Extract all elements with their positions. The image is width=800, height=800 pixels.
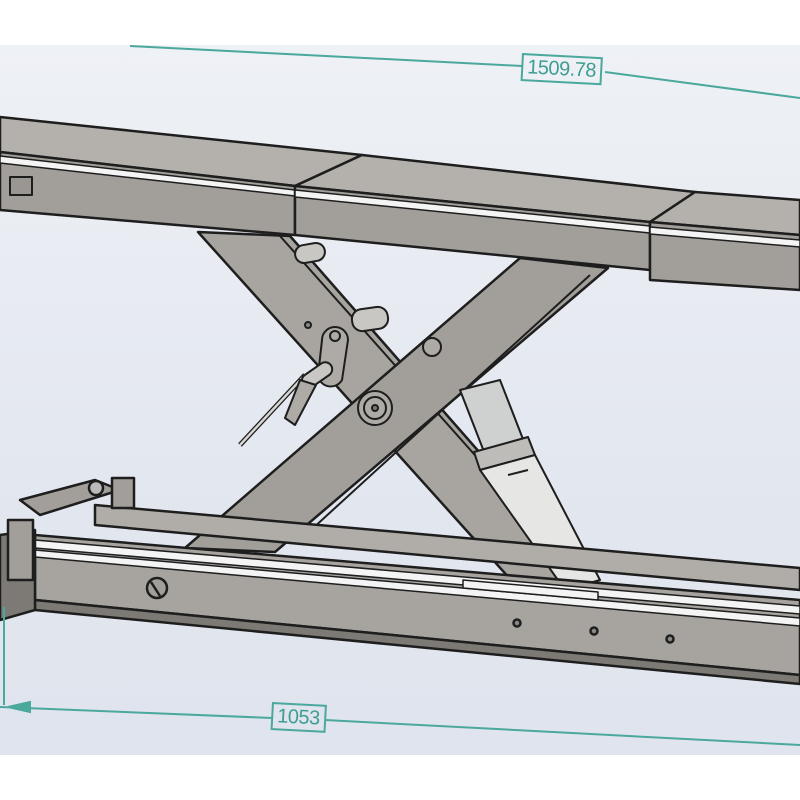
cylinder-upper-mount: [294, 241, 326, 265]
cad-viewport: 1509.78 1053: [0, 45, 800, 755]
dimension-label-top: 1509.78: [520, 53, 603, 86]
dimension-label-bottom: 1053: [270, 702, 327, 733]
lock-lever-assembly: [238, 244, 390, 447]
scissor-lift-drawing: [0, 45, 800, 746]
arm-hole: [422, 337, 442, 357]
upper-platform-right: [648, 190, 800, 292]
upper-platform-middle: [293, 153, 697, 272]
center-pivot-pin: [357, 390, 393, 426]
top-dimension-line: [129, 45, 800, 99]
scissor-arm-b: [183, 256, 610, 554]
bottom-dimension-line: [0, 607, 800, 746]
base-frame-front-rail: [0, 476, 800, 686]
